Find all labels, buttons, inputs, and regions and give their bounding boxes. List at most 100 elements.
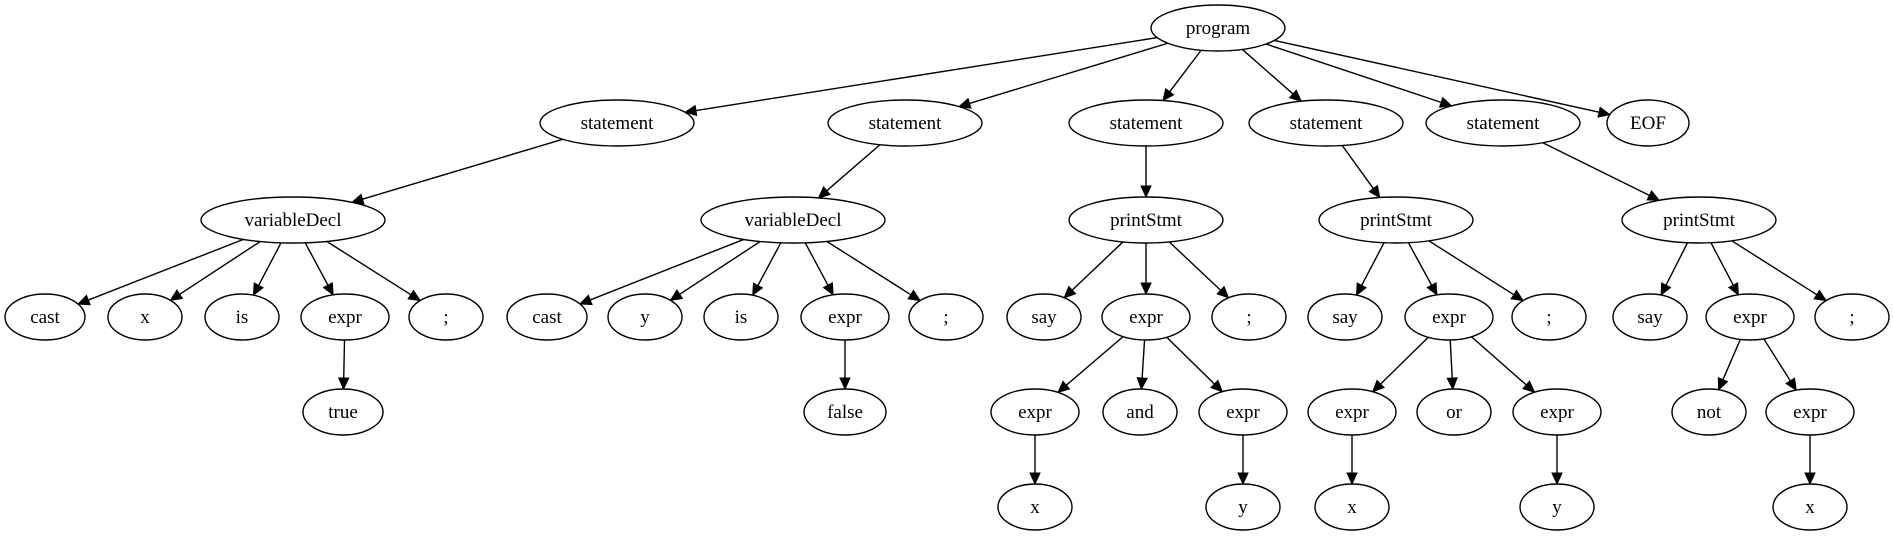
arrowhead xyxy=(1162,87,1175,102)
arrowhead xyxy=(1551,472,1563,486)
node-label: y xyxy=(1238,497,1248,518)
arrowhead xyxy=(1288,89,1303,103)
node-label: cast xyxy=(30,307,60,328)
edge-ps5-ps5_say xyxy=(1660,242,1689,297)
node-label: ; xyxy=(1849,307,1854,328)
node-vd1_expr: expr xyxy=(300,293,390,341)
edge-ps4_expr-ps4_e2 xyxy=(1471,336,1536,394)
arrowhead xyxy=(1210,379,1224,393)
arrowhead xyxy=(1646,190,1661,201)
node-vd2_cast: cast xyxy=(506,293,588,341)
node-ps5_x: x xyxy=(1772,483,1848,531)
node-vd2_expr: expr xyxy=(800,293,890,341)
node-label: say xyxy=(1332,307,1358,328)
node-ellipse xyxy=(1307,293,1383,341)
node-label: x xyxy=(1347,497,1357,518)
node-ellipse xyxy=(1416,388,1492,436)
edge-s2-vd2 xyxy=(817,144,881,199)
node-ellipse xyxy=(302,388,384,436)
edge-program-s2 xyxy=(957,42,1169,109)
edge-vd2_expr-vd2_false xyxy=(839,340,851,391)
node-ellipse xyxy=(1621,196,1777,244)
edge-ps3_expr-ps3_e1 xyxy=(1057,336,1124,394)
node-ellipse xyxy=(4,293,86,341)
arrowhead xyxy=(1237,472,1249,486)
arrowhead xyxy=(957,97,972,109)
arrowhead xyxy=(1438,96,1453,108)
node-ps4: printStmt xyxy=(1318,196,1474,244)
node-label: expr xyxy=(328,307,362,328)
edge-line xyxy=(1428,240,1515,296)
node-ps5_expr: expr xyxy=(1705,293,1795,341)
node-ellipse xyxy=(1211,293,1287,341)
edge-ps4_expr-ps4_or xyxy=(1446,339,1458,391)
node-label: statement xyxy=(1467,113,1541,134)
node-vd2: variableDecl xyxy=(700,196,886,244)
node-ellipse xyxy=(1519,483,1595,531)
node-ellipse xyxy=(1671,388,1747,436)
node-s2: statement xyxy=(827,99,983,147)
node-ellipse xyxy=(990,388,1080,436)
edge-program-s3 xyxy=(1162,49,1202,102)
node-ellipse xyxy=(1765,388,1855,436)
edge-line xyxy=(1665,242,1689,286)
arrowhead xyxy=(669,289,684,301)
edge-program-s1 xyxy=(683,36,1158,117)
arrowhead xyxy=(1057,380,1071,394)
arrowhead xyxy=(1522,380,1536,394)
edge-line xyxy=(1169,49,1202,93)
node-label: expr xyxy=(828,307,862,328)
node-label: variableDecl xyxy=(244,210,341,231)
edge-ps5_e1-ps5_x xyxy=(1804,435,1816,486)
edge-ps4-ps4_expr xyxy=(1407,242,1438,296)
edge-line xyxy=(1241,48,1294,95)
node-ps5_semi: ; xyxy=(1814,293,1890,341)
edge-line xyxy=(179,240,261,295)
node-label: cast xyxy=(532,307,562,328)
arrowhead xyxy=(1446,377,1458,391)
edge-line xyxy=(88,238,244,301)
edge-line xyxy=(1360,242,1385,286)
node-ellipse xyxy=(1068,196,1224,244)
arrowhead xyxy=(76,294,91,306)
node-ps5_e1: expr xyxy=(1765,388,1855,436)
edge-line xyxy=(1542,142,1650,197)
node-label: expr xyxy=(1129,307,1163,328)
node-label: false xyxy=(827,402,863,423)
node-label: y xyxy=(640,307,650,328)
edge-ps3_expr-ps3_and xyxy=(1136,339,1148,391)
edge-ps4_expr-ps4_e1 xyxy=(1371,336,1429,393)
edge-line xyxy=(679,240,761,295)
edge-line xyxy=(343,339,346,379)
edge-line xyxy=(1407,242,1433,286)
node-ps3_expr: expr xyxy=(1101,293,1191,341)
node-label: EOF xyxy=(1630,113,1666,134)
edge-ps3-ps3_semi xyxy=(1168,241,1230,299)
edge-vd2-vd2_expr xyxy=(804,242,834,296)
arrowhead xyxy=(839,377,851,391)
arrowhead xyxy=(1346,472,1358,486)
node-ps3_semi: ; xyxy=(1211,293,1287,341)
edge-vd1-vd1_x xyxy=(169,240,261,301)
node-label: expr xyxy=(1793,402,1827,423)
node-ellipse xyxy=(506,293,588,341)
node-ps3_e1: expr xyxy=(990,388,1080,436)
node-ellipse xyxy=(1512,388,1602,436)
node-ps5: printStmt xyxy=(1621,196,1777,244)
edge-ps5_expr-ps5_not xyxy=(1717,339,1741,391)
node-s1: statement xyxy=(539,99,695,147)
arrowhead xyxy=(1355,282,1367,297)
edge-ps5-ps5_expr xyxy=(1710,242,1739,296)
node-label: statement xyxy=(1290,113,1364,134)
node-ps3_e2: expr xyxy=(1198,388,1288,436)
arrowhead xyxy=(1140,282,1152,296)
edge-ps5-ps5_semi xyxy=(1731,240,1828,302)
node-label: statement xyxy=(581,113,655,134)
edge-ps3_e1-ps3_x xyxy=(1029,435,1041,486)
arrowhead xyxy=(1813,289,1828,302)
edge-line xyxy=(326,240,412,296)
node-s4: statement xyxy=(1248,99,1404,147)
node-ellipse xyxy=(703,293,779,341)
node-vd1_true: true xyxy=(302,388,384,436)
